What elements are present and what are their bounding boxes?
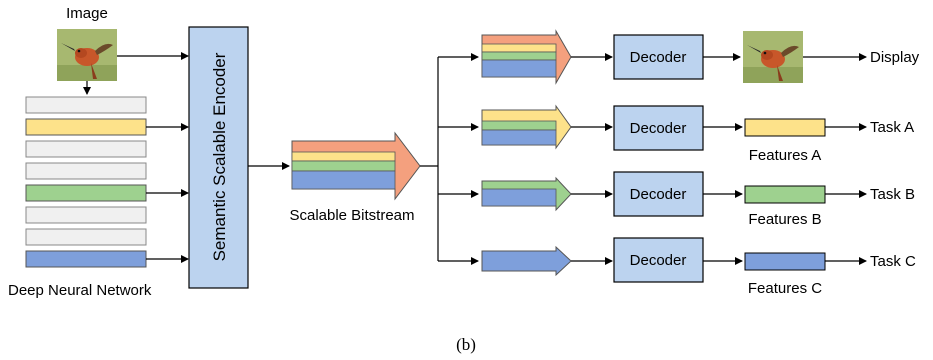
dnn-layer xyxy=(25,96,147,114)
dnn-layer-blue xyxy=(25,250,147,268)
decoder-1: Decoder xyxy=(613,34,704,80)
display-label: Display xyxy=(870,49,920,66)
bitstream-green xyxy=(291,160,396,172)
figure-caption: (b) xyxy=(456,335,476,354)
features-c-bar xyxy=(744,252,826,271)
substream-a xyxy=(481,104,572,150)
decoder-3: Decoder xyxy=(613,171,704,217)
features-b-bar xyxy=(744,185,826,204)
hummingbird-image-output xyxy=(743,31,803,83)
decoder-label: Decoder xyxy=(630,186,687,203)
dnn-label: Deep Neural Network xyxy=(8,282,152,299)
dnn-layer xyxy=(25,140,147,158)
dnn-layer-yellow xyxy=(25,118,147,136)
substream-c xyxy=(481,245,572,277)
substream-b xyxy=(481,176,572,212)
features-a-bar xyxy=(744,118,826,137)
image-label: Image xyxy=(66,5,108,22)
dnn-layer xyxy=(25,162,147,180)
decoder-label: Decoder xyxy=(630,49,687,66)
bitstream-yellow xyxy=(291,151,396,162)
bitstream-label: Scalable Bitstream xyxy=(289,207,414,224)
dnn-layer xyxy=(25,228,147,246)
scalable-bitstream xyxy=(291,131,421,201)
bitstream-blue xyxy=(291,170,396,190)
decoder-2: Decoder xyxy=(613,105,704,151)
dnn-layers xyxy=(25,96,147,268)
decoder-4: Decoder xyxy=(613,237,704,283)
features-a-label: Features A xyxy=(749,147,822,164)
features-c-label: Features C xyxy=(748,280,822,297)
encoder-box xyxy=(188,26,249,289)
dnn-layer-green xyxy=(25,184,147,202)
features-b-label: Features B xyxy=(748,211,821,228)
task-a-label: Task A xyxy=(870,119,914,136)
task-c-label: Task C xyxy=(870,253,916,270)
decoder-label: Decoder xyxy=(630,120,687,137)
dnn-layer xyxy=(25,206,147,224)
encoder-label: Semantic Scalable Encoder xyxy=(210,52,229,261)
substream-full xyxy=(481,29,572,85)
splitter xyxy=(420,53,479,265)
decoder-label: Decoder xyxy=(630,252,687,269)
hummingbird-image xyxy=(57,29,117,81)
task-b-label: Task B xyxy=(870,186,915,203)
